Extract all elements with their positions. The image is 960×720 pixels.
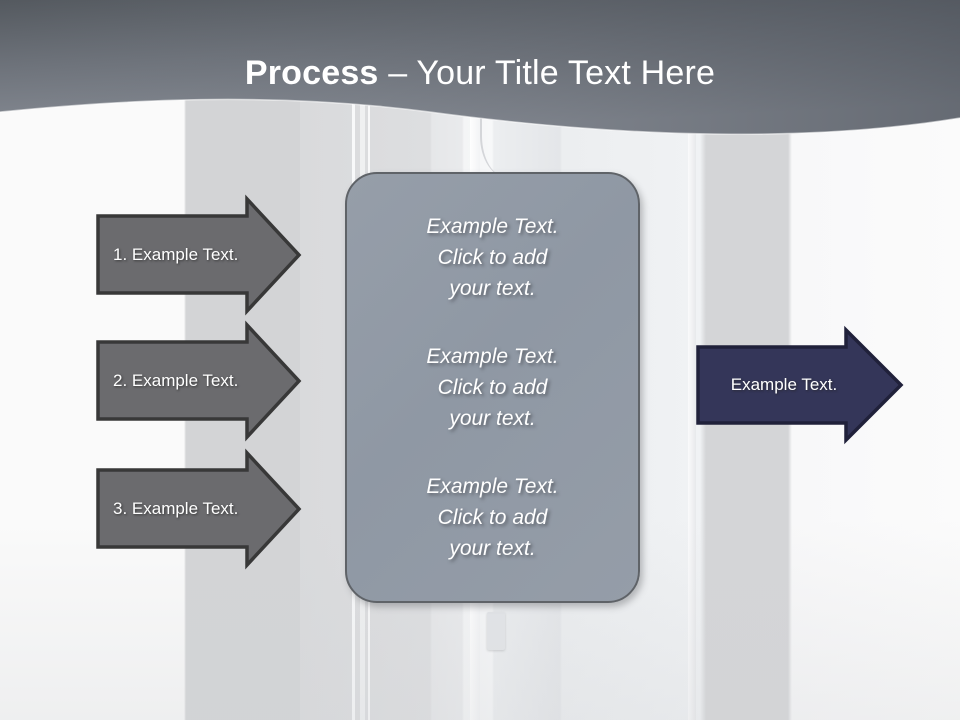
page-title-rest: – Your Title Text Here [378,54,716,92]
panel-text-block-1: Example Text. Click to add your text. [365,211,620,304]
panel-text-line: Example Text. [426,475,559,498]
panel-text-line: your text. [449,277,536,300]
result-arrow[interactable]: Example Text. [696,325,904,445]
panel-text-block-3: Example Text. Click to add your text. [365,471,620,564]
step-arrow-1-label: 1. Example Text. [113,245,239,264]
header-banner: Process – Your Title Text Here [0,0,960,140]
step-arrow-2-label: 2. Example Text. [113,371,239,390]
result-arrow-label: Example Text. [730,375,838,394]
center-text-panel[interactable]: Example Text. Click to add your text. Ex… [345,172,640,603]
panel-text-line: Example Text. [426,215,559,238]
panel-text-line: Click to add [437,506,548,529]
panel-text-line: your text. [449,537,536,560]
step-arrow-3-label: 3. Example Text. [113,499,239,518]
panel-text-line: Click to add [437,246,548,269]
panel-text-line: Click to add [437,376,548,399]
step-arrow-2[interactable]: 2. Example Text. [96,320,302,442]
step-arrow-1[interactable]: 1. Example Text. [96,194,302,316]
page-title-bold: Process [244,54,379,92]
step-arrow-3[interactable]: 3. Example Text. [96,448,302,570]
panel-text-line: Example Text. [426,345,559,368]
page-title: Process – Your Title Text Here [0,52,960,94]
panel-text-line: your text. [449,407,536,430]
panel-text-block-2: Example Text. Click to add your text. [365,341,620,434]
